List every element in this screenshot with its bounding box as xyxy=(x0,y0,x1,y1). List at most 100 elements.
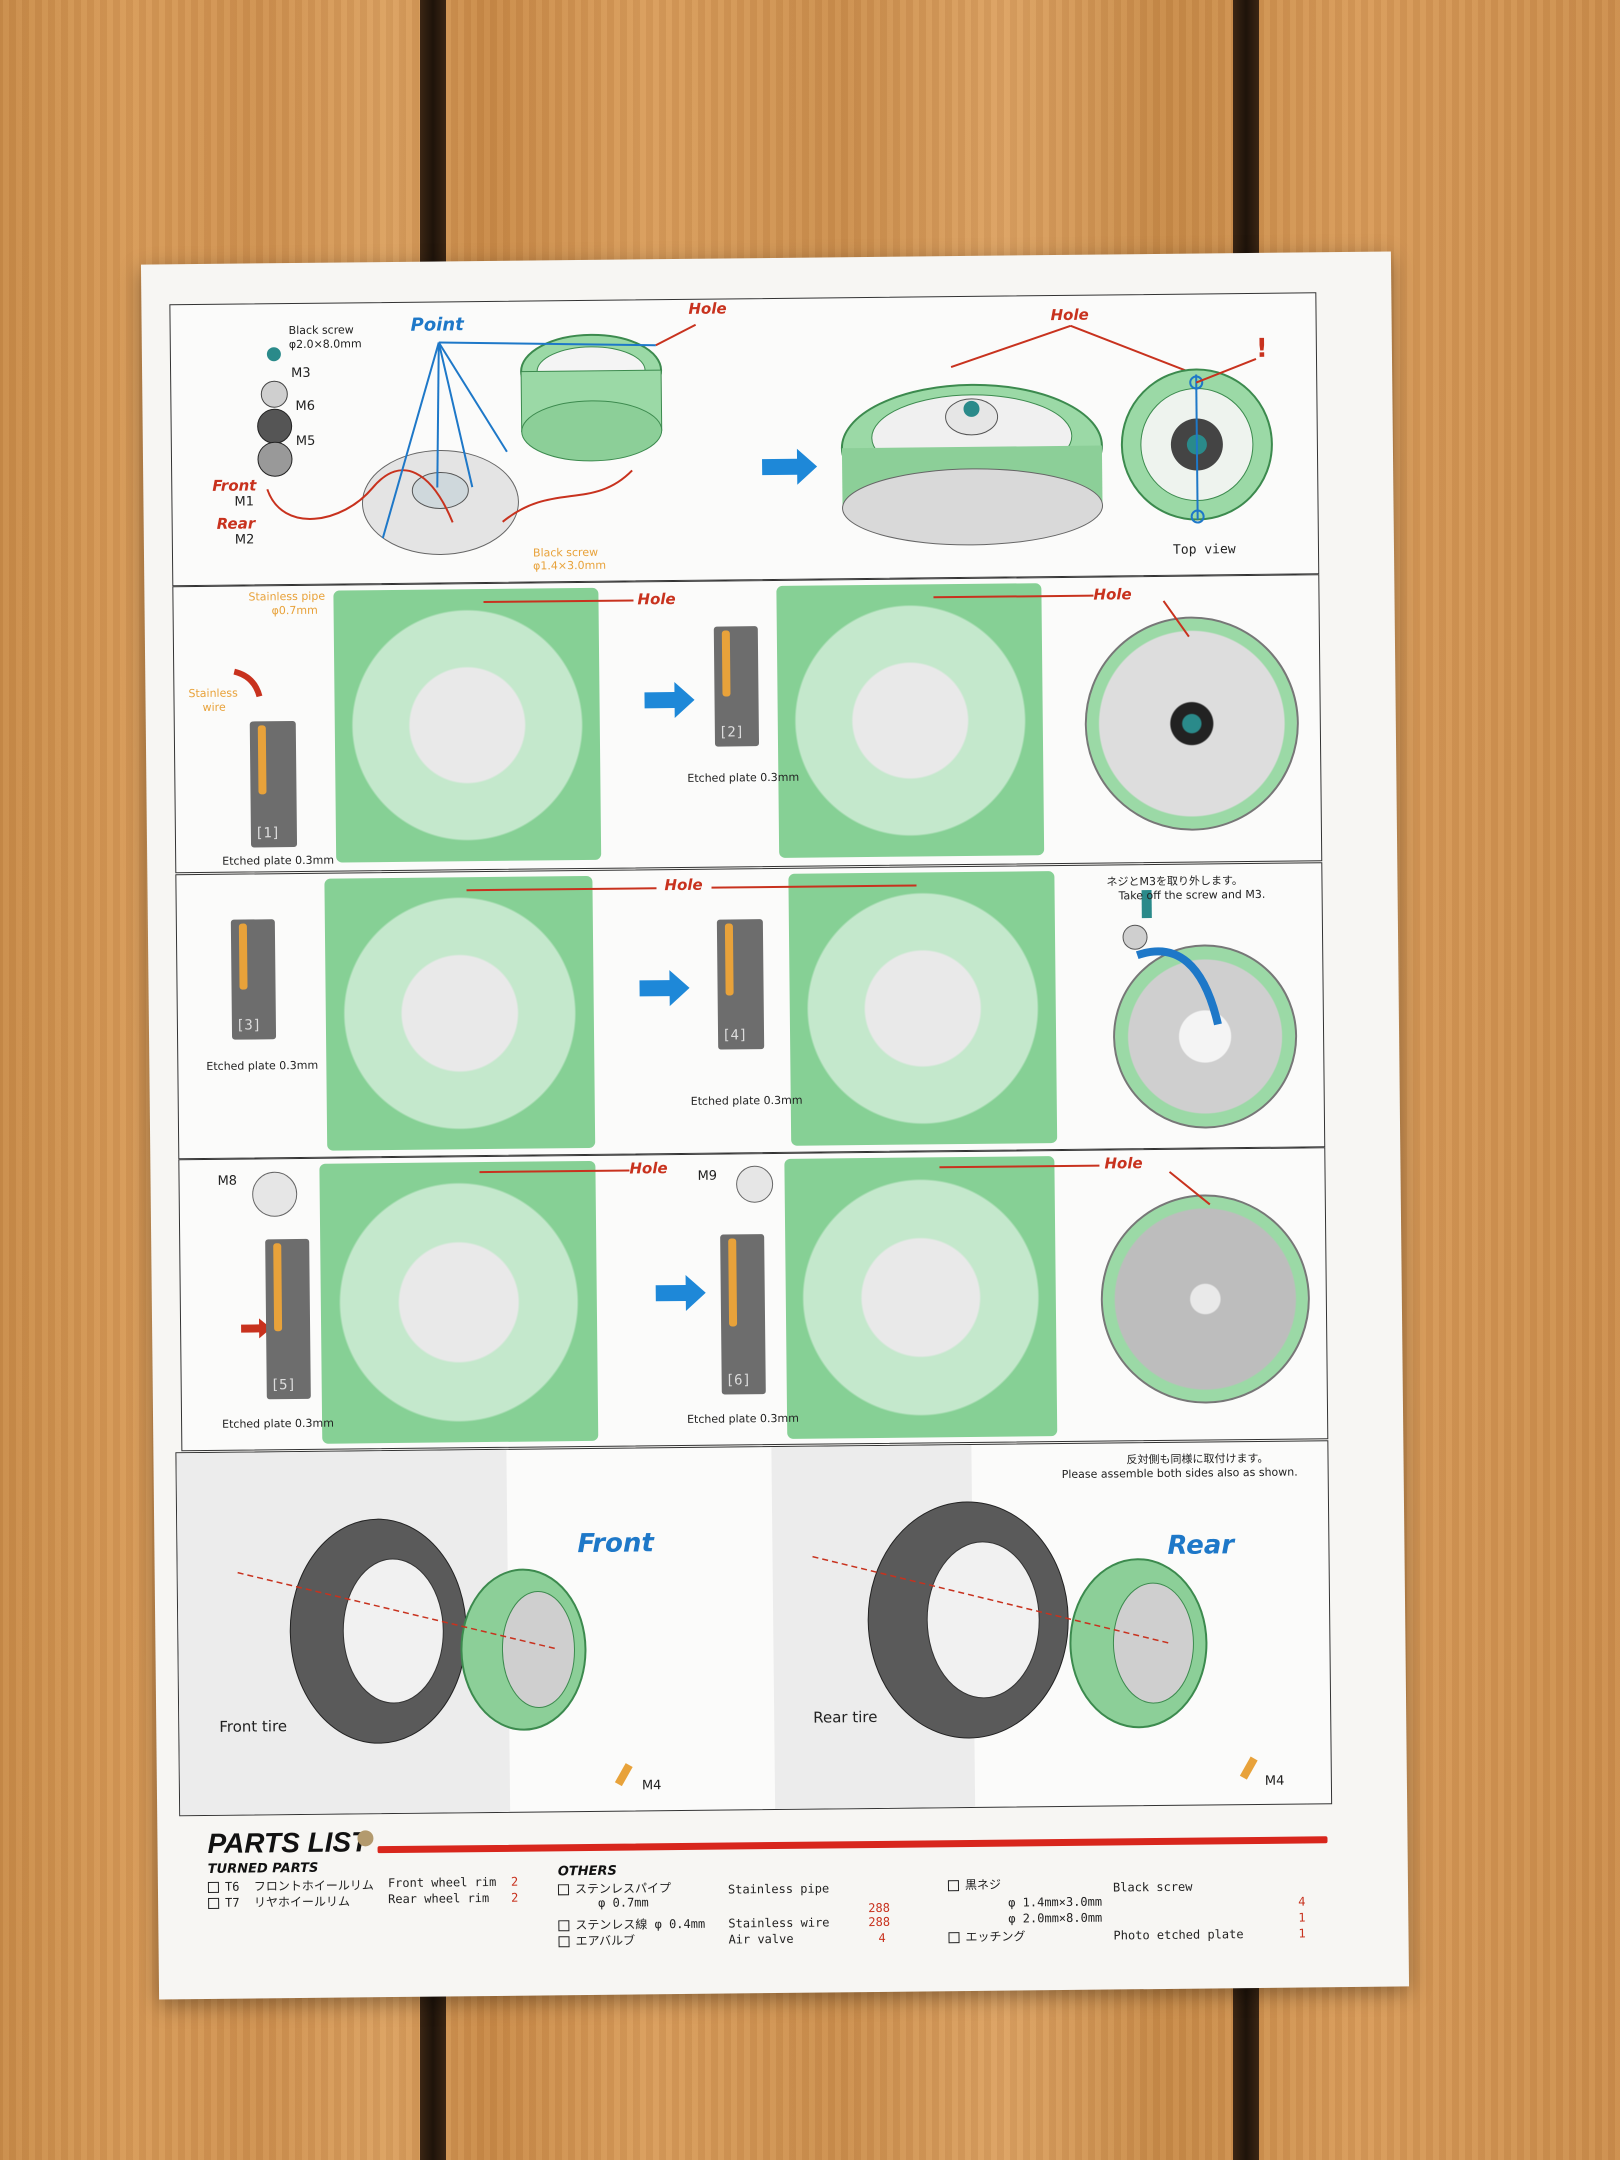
m8-label: M8 xyxy=(217,1173,238,1189)
others-heading: OTHERS xyxy=(557,1863,617,1880)
other-part-qty: 4 xyxy=(878,1930,886,1945)
other-part-qty: 288 xyxy=(868,1914,891,1930)
turned-part-qty: 2 xyxy=(510,1874,519,1889)
hole-label: Hole xyxy=(1050,305,1089,325)
next-arrow-icon xyxy=(644,682,695,719)
en-note: Take off the screw and M3. xyxy=(1118,887,1266,903)
black-screw-small-label: Black screw xyxy=(532,545,599,560)
stainless-pipe-label: Stainless pipe xyxy=(248,589,326,604)
etched-plate-1: [1] xyxy=(249,720,298,848)
hole-label: Hole xyxy=(688,299,727,318)
hole-label: Hole xyxy=(629,1159,668,1178)
air-valve xyxy=(614,1763,633,1787)
m3-label: M3 xyxy=(291,365,311,382)
etched-plate-label: Etched plate 0.3mm xyxy=(690,1093,803,1108)
m9-part xyxy=(736,1165,774,1203)
m3-part xyxy=(260,380,288,408)
panel1-illustration xyxy=(257,323,1273,555)
etched-plate-label: Etched plate 0.3mm xyxy=(687,770,800,785)
etched-plate-label: Etched plate 0.3mm xyxy=(222,853,335,868)
step-panel-1: Black screw φ2.0×8.0mm M3 M6 M5 Point Ho… xyxy=(169,292,1320,587)
warning-icon: ! xyxy=(1255,333,1268,364)
rear-label: Rear xyxy=(216,514,256,533)
hole-label: Hole xyxy=(1093,585,1132,604)
other-part-qty: 4 xyxy=(1298,1894,1306,1909)
turned-part-en: Rear wheel rim xyxy=(388,1891,490,1907)
etched-plate-label: Etched plate 0.3mm xyxy=(687,1411,799,1426)
etched-plate-3: [3] xyxy=(230,919,277,1040)
next-arrow-icon xyxy=(762,448,818,485)
other-part-en: Stainless wire xyxy=(728,1915,830,1931)
other-part-en: Air valve xyxy=(728,1931,794,1947)
m8-part xyxy=(252,1171,298,1217)
other-part-en: Black screw xyxy=(1112,1879,1193,1895)
jp-note: ネジとM3を取り外します。 xyxy=(1106,874,1243,889)
step-panel-4: M8 M9 Hole Hole [5] Etched plate 0.3mm [… xyxy=(178,1147,1329,1452)
m1-label: M1 xyxy=(234,494,255,510)
hole-label: Hole xyxy=(637,590,676,609)
rear-tire-label: Rear tire xyxy=(813,1707,878,1727)
red-rule xyxy=(377,1836,1328,1854)
m4-label: M4 xyxy=(1264,1773,1285,1789)
m6-part xyxy=(257,408,293,444)
screw-head xyxy=(266,347,281,362)
stainless-wire-label: Stainless xyxy=(188,686,238,701)
front-label: Front xyxy=(212,476,257,495)
black-screw-size: φ2.0×8.0mm xyxy=(288,337,362,352)
panel2-arrows xyxy=(233,594,1190,719)
m5-label: M5 xyxy=(295,433,316,449)
other-part-qty: 288 xyxy=(868,1900,890,1916)
panel4-arrows xyxy=(241,1164,1211,1339)
etched-plate-label: Etched plate 0.3mm xyxy=(222,1416,334,1431)
rear-heading: Rear xyxy=(1167,1530,1235,1561)
jp-note: 反対側も同様に取付けます。 xyxy=(1126,1451,1269,1467)
m5-part xyxy=(257,441,293,477)
other-part-row: ステンレス線 φ 0.4mm xyxy=(558,1915,705,1934)
other-part-size: φ 2.0mm×8.0mm xyxy=(1008,1910,1103,1926)
hole-label: Hole xyxy=(1104,1154,1143,1173)
other-part-qty: 1 xyxy=(1298,1926,1306,1941)
next-arrow-icon xyxy=(639,970,690,1007)
step-panel-3: Hole [3] Etched plate 0.3mm [4] Etched p… xyxy=(175,862,1326,1160)
panel5-illustration xyxy=(176,1444,1258,1816)
other-part-size: φ 0.7mm xyxy=(598,1895,649,1910)
front-heading: Front xyxy=(577,1528,655,1560)
step-panel-2: Stainless pipe φ0.7mm Stainless wire Hol… xyxy=(172,574,1323,874)
step-panel-5: 反対側も同様に取付けます。 Please assemble both sides… xyxy=(175,1440,1333,1817)
instruction-sheet: Black screw φ2.0×8.0mm M3 M6 M5 Point Ho… xyxy=(140,251,1410,2000)
top-view-label: Top view xyxy=(1172,542,1236,558)
other-part-en: Stainless pipe xyxy=(727,1881,830,1897)
stain xyxy=(357,1830,374,1847)
etched-plate-5: [5] xyxy=(265,1238,311,1400)
pipe-size-label: φ0.7mm xyxy=(271,603,318,618)
other-part-row: 黒ネジ xyxy=(947,1876,1001,1894)
parts-list: PARTS LIST TURNED PARTS T6 フロントホイールリム Fr… xyxy=(177,1808,1339,1990)
turned-part-qty: 2 xyxy=(510,1890,519,1905)
point-label: Point xyxy=(410,314,464,336)
m6-label: M6 xyxy=(295,398,316,414)
m9-label: M9 xyxy=(697,1168,718,1184)
etched-plate-2: [2] xyxy=(713,626,760,747)
other-part-en: Photo etched plate xyxy=(1113,1927,1244,1943)
red-arrow-icon xyxy=(241,1318,272,1339)
other-part-row: ステンレスパイプ xyxy=(557,1879,671,1897)
other-part-size: φ 1.4mm×3.0mm xyxy=(1008,1894,1103,1910)
stainless-wire-label: wire xyxy=(202,700,226,714)
m4-label: M4 xyxy=(641,1778,662,1794)
other-part-row: エッチング xyxy=(948,1927,1026,1945)
hub-center xyxy=(411,471,469,509)
front-tire-label: Front tire xyxy=(219,1717,288,1736)
turned-part-row: T7 リヤホイールリム xyxy=(208,1892,350,1910)
black-screw-label: Black screw xyxy=(288,323,354,338)
black-screw-small-size: φ1.4×3.0mm xyxy=(533,558,607,573)
panel3-arrows xyxy=(466,884,1222,1026)
parts-list-title: PARTS LIST xyxy=(207,1826,369,1859)
air-valve xyxy=(1239,1756,1258,1780)
turned-parts-heading: TURNED PARTS xyxy=(207,1860,319,1877)
etched-plate-6: [6] xyxy=(720,1234,766,1395)
m2-label: M2 xyxy=(234,532,255,548)
other-part-qty: 1 xyxy=(1298,1910,1306,1925)
hole-label: Hole xyxy=(664,875,703,895)
etched-plate-4: [4] xyxy=(716,919,765,1050)
next-arrow-icon xyxy=(655,1274,706,1311)
